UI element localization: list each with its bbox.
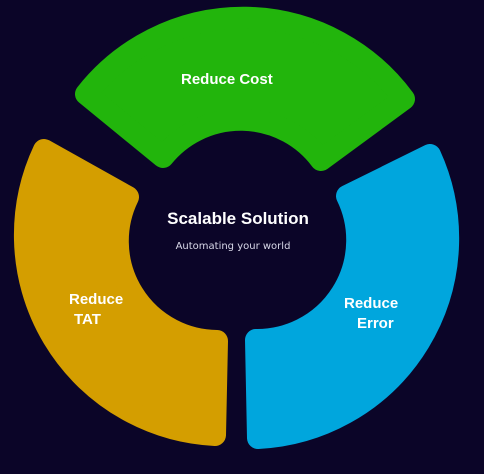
label-reduce-tat-line-2: TAT xyxy=(74,311,101,328)
label-reduce-cost: Reduce Cost xyxy=(181,70,273,90)
label-reduce-tat: Reduce TAT xyxy=(69,290,123,330)
label-reduce-error: Reduce Error xyxy=(344,294,398,334)
segment-reduce-error xyxy=(245,144,460,449)
label-reduce-error-line-1: Reduce xyxy=(344,295,399,312)
center-title: Scalable Solution xyxy=(167,209,309,228)
segment-reduce-cost xyxy=(75,6,415,171)
label-reduce-error-line-2: Error xyxy=(357,315,394,332)
center-subtitle: Automating your world xyxy=(175,241,291,252)
segment-reduce-tat xyxy=(13,139,228,446)
label-reduce-cost-line-1: Reduce Cost xyxy=(181,71,273,88)
label-reduce-tat-line-1: Reduce xyxy=(69,291,124,308)
